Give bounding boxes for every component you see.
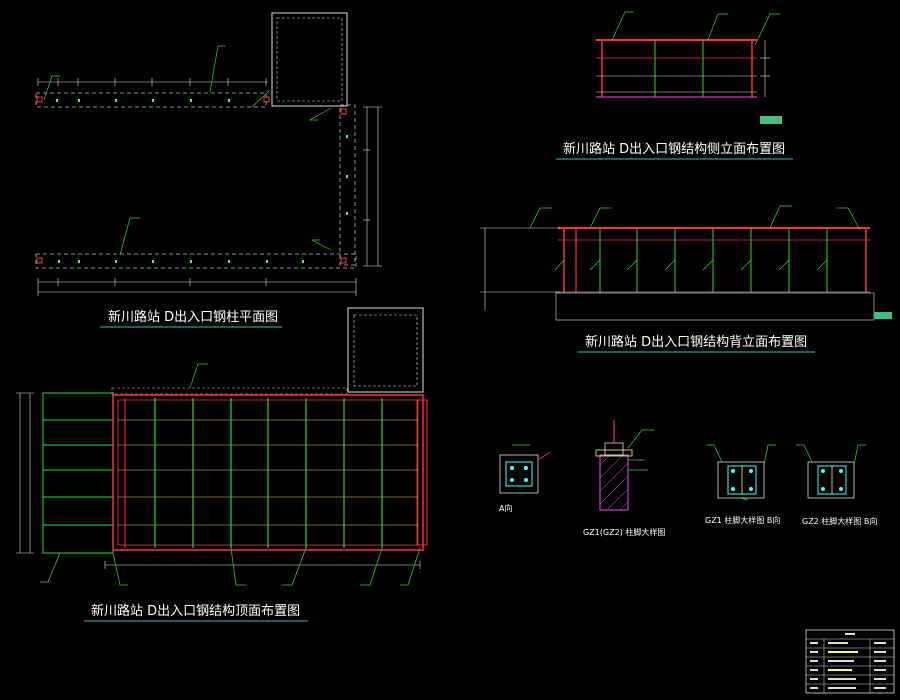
plan-title: 新川路站 D出入口钢柱平面图 [108,309,278,325]
gz1-view-label: GZ1 柱脚大样图 B向 [705,515,780,525]
detail-a-view [499,444,551,494]
a-view-label: A向 [499,503,512,513]
steel-column-plan [35,12,382,296]
roof-plan [16,307,428,586]
roof-plan-title: 新川路站 D出入口钢结构顶面布置图 [91,603,300,619]
side-elevation [596,11,782,124]
back-elevation-title: 新川路站 D出入口钢结构背立面布置图 [585,334,807,350]
material-table [805,629,895,694]
gz2-view-label: GZ2 柱脚大样图 B向 [802,516,877,526]
back-elevation [480,205,892,321]
detail-column-foot [595,420,654,511]
detail-gz1-b-view [706,444,776,501]
side-elevation-title: 新川路站 D出入口钢结构侧立面布置图 [563,141,785,157]
detail-gz2-b-view [796,444,866,499]
column-foot-label: GZ1(GZ2) 柱脚大样图 [583,527,665,537]
